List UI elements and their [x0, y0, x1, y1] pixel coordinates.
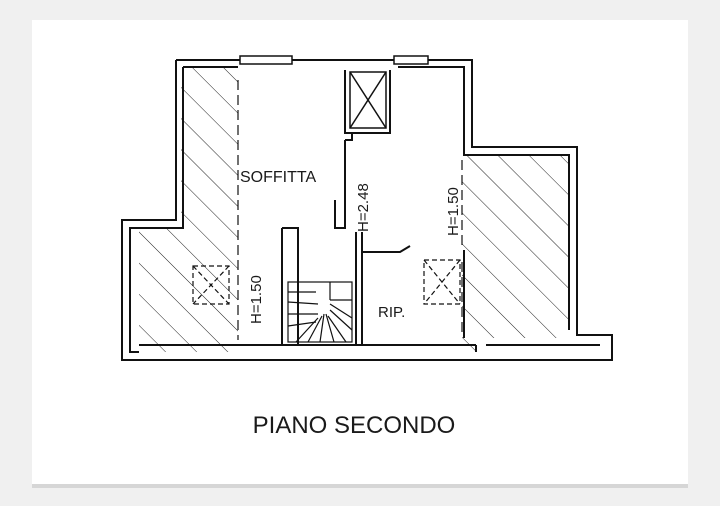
drawing-sheet: SOFFITTA RIP. H=2.48 H=1.50 H=1.50 PIANO…: [32, 20, 688, 488]
staircase: [287, 281, 353, 343]
height-change-lines: [237, 80, 463, 340]
height-label-right: H=1.50: [445, 187, 462, 236]
room-label-soffitta: SOFFITTA: [240, 169, 316, 186]
hatched-zone-left-upper: [139, 68, 238, 352]
inner-walls: [139, 70, 600, 352]
outer-walls: [121, 59, 613, 361]
skylight-left: [192, 265, 230, 305]
hatched-zone-right: [462, 155, 568, 352]
floor-title: PIANO SECONDO: [253, 412, 456, 439]
skylight-right: [423, 259, 461, 305]
vent-shaft: [349, 71, 387, 129]
top-windows: [239, 55, 429, 65]
height-label-left: H=1.50: [248, 275, 265, 324]
room-label-rip: RIP.: [378, 304, 405, 321]
height-label-center: H=2.48: [355, 183, 372, 232]
floor-plan-svg: SOFFITTA RIP. H=2.48 H=1.50 H=1.50 PIANO…: [121, 55, 613, 439]
